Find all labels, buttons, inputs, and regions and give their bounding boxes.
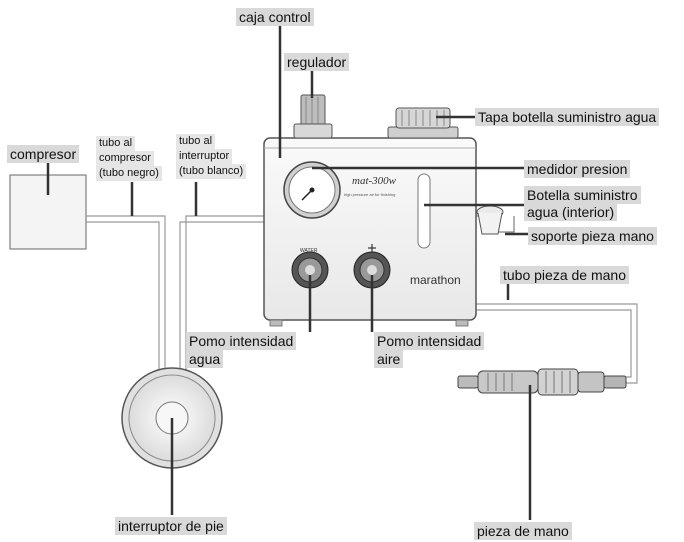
label-compresor: compresor: [7, 145, 80, 163]
handpiece-holder: [476, 205, 515, 235]
air-symbol-icon: [368, 244, 376, 252]
label-botella-1: Botella suministro: [524, 186, 641, 204]
tubes: [86, 215, 638, 384]
water-knob-label: WATER: [300, 248, 318, 254]
label-interruptor-pie: interruptor de pie: [115, 517, 227, 535]
air-knob: [353, 251, 391, 289]
regulator: [293, 94, 333, 139]
label-tubo-compresor-2: compresor: [96, 151, 154, 166]
label-pomo-agua-2: agua: [186, 350, 224, 368]
bottle-window: [417, 173, 431, 249]
label-tubo-interruptor-2: interruptor: [176, 149, 233, 164]
label-pomo-agua-1: Pomo intensidad: [186, 332, 297, 350]
water-knob: [291, 251, 329, 289]
bottle-cap: [387, 107, 459, 139]
label-tubo-compresor-3: (tubo negro): [96, 166, 162, 181]
label-caja-control: caja control: [236, 8, 314, 26]
device-subtitle: high pressure air for finishing: [344, 192, 395, 197]
label-regulador: regulador: [284, 53, 350, 71]
device-model: mat-300w: [352, 175, 397, 187]
label-pieza-mano: pieza de mano: [474, 522, 572, 540]
handpiece: [457, 368, 627, 396]
label-tubo-interruptor-1: tubo al: [176, 134, 216, 149]
label-tubo-interruptor-3: (tubo blanco): [176, 164, 247, 179]
label-soporte-pieza: soporte pieza mano: [528, 227, 657, 245]
label-tubo-pieza: tubo pieza de mano: [500, 266, 629, 284]
label-pomo-aire-2: aire: [374, 350, 404, 368]
leader-lines: [46, 24, 532, 520]
label-tubo-compresor-1: tubo al: [96, 136, 136, 151]
label-pomo-aire-1: Pomo intensidad: [374, 332, 485, 350]
control-box: [263, 137, 477, 327]
device-brand: marathon: [410, 273, 461, 287]
label-tapa-botella: Tapa botella suministro agua: [475, 108, 660, 126]
label-botella-2: agua (interior): [524, 203, 618, 221]
pressure-gauge: [283, 161, 341, 219]
label-medidor-presion: medidor presion: [524, 160, 631, 178]
